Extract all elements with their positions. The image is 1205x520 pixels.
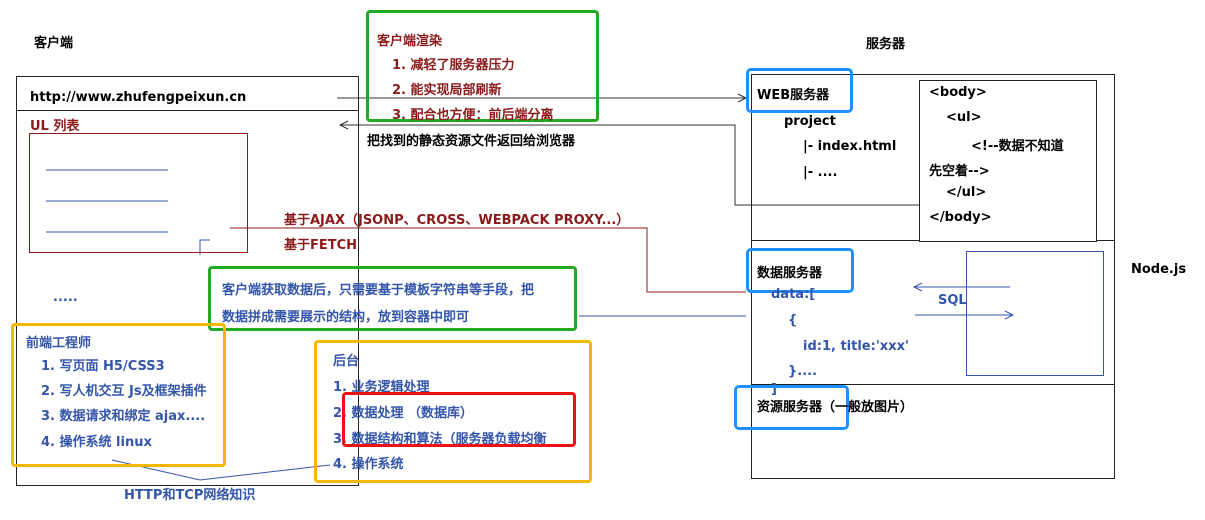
resource-server-title: 资源服务器（一般放图片） — [757, 400, 914, 415]
ajax-label: 基于AJAX（JSONP、CROSS、WEBPACK PROXY...） — [284, 213, 630, 228]
frontend-item-4: 4. 操作系统 linux — [41, 435, 152, 450]
backend-title: 后台 — [333, 354, 360, 369]
note-line-1: 客户端获取数据后，只需要基于模板字符串等手段，把 — [222, 283, 535, 298]
return-static-label: 把找到的静态资源文件返回给浏览器 — [367, 134, 576, 149]
database-box — [966, 251, 1104, 376]
code-line-ul: <ul> — [946, 110, 982, 125]
code-line-body: <body> — [929, 85, 987, 100]
code-line-body-close: </body> — [929, 210, 992, 225]
more-files: |- .... — [803, 165, 838, 180]
index-html-file: |- index.html — [803, 139, 897, 154]
data-code-2: { — [788, 313, 798, 328]
data-code-3: id:1, title:'xxx' — [803, 339, 909, 354]
backend-http-line — [199, 464, 331, 481]
note-line-2: 数据拼成需要展示的结构，放到容器中即可 — [222, 310, 470, 325]
client-render-item-1: 1. 减轻了服务器压力 — [392, 58, 515, 73]
backend-item-4: 4. 操作系统 — [333, 457, 404, 472]
code-line-ul-close: </ul> — [946, 185, 987, 200]
frontend-item-2: 2. 写人机交互 Js及框架插件 — [41, 384, 207, 399]
browser-frame — [16, 76, 359, 486]
code-line-comment-end: 先空着--> — [929, 164, 990, 179]
resource-server-highlight — [734, 385, 849, 430]
web-server-highlight — [746, 68, 853, 113]
frontend-title: 前端工程师 — [26, 336, 92, 351]
return-line — [340, 124, 920, 206]
server-label: 服务器 — [866, 37, 906, 52]
server-divider-2 — [751, 384, 1115, 385]
data-server-highlight — [746, 248, 854, 293]
return-arrowhead — [338, 120, 349, 130]
url-text: http://www.zhufengpeixun.cn — [30, 90, 247, 105]
data-server-title: 数据服务器 — [757, 266, 823, 281]
web-server-title: WEB服务器 — [757, 88, 830, 103]
fetch-label: 基于FETCH — [284, 238, 358, 253]
backend-item-3: 3. 数据结构和算法（服务器负载均衡 — [333, 432, 547, 447]
frontend-item-3: 3. 数据请求和绑定 ajax.... — [41, 409, 206, 424]
frontend-item-1: 1. 写页面 H5/CSS3 — [41, 359, 165, 374]
code-line-comment: <!--数据不知道 — [971, 139, 1064, 154]
server-frame — [751, 74, 1115, 479]
ajax-line — [230, 227, 746, 293]
data-binding-note-box — [208, 266, 577, 331]
list-ellipsis: ..... — [53, 290, 78, 305]
ul-list-label: UL 列表 — [30, 119, 80, 134]
data-code-1: data:[ — [771, 287, 816, 302]
html-code-box — [919, 80, 1097, 242]
highlight-box — [342, 392, 576, 447]
backend-box — [314, 340, 592, 483]
data-code-5: ] — [771, 382, 777, 397]
client-label: 客户端 — [34, 36, 74, 51]
http-tcp-label: HTTP和TCP网络知识 — [124, 488, 256, 503]
ul-list-container — [29, 133, 248, 253]
backend-item-2: 2. 数据处理 （数据库） — [333, 406, 474, 421]
project-folder: project — [784, 114, 836, 129]
ul-connector — [199, 239, 210, 255]
frontend-engineer-box — [11, 323, 226, 467]
frontend-http-line — [111, 459, 201, 481]
client-render-item-2: 2. 能实现局部刷新 — [392, 83, 502, 98]
backend-item-1: 1. 业务逻辑处理 — [333, 380, 430, 395]
data-code-4: }.... — [788, 364, 818, 379]
client-render-title: 客户端渲染 — [377, 34, 443, 49]
nodejs-label: Node.js — [1131, 262, 1187, 277]
address-bar-divider — [16, 110, 359, 111]
client-render-box — [366, 10, 599, 122]
sql-label: SQL — [938, 293, 967, 308]
client-render-item-3: 3. 配合也方便：前后端分离 — [392, 108, 554, 123]
